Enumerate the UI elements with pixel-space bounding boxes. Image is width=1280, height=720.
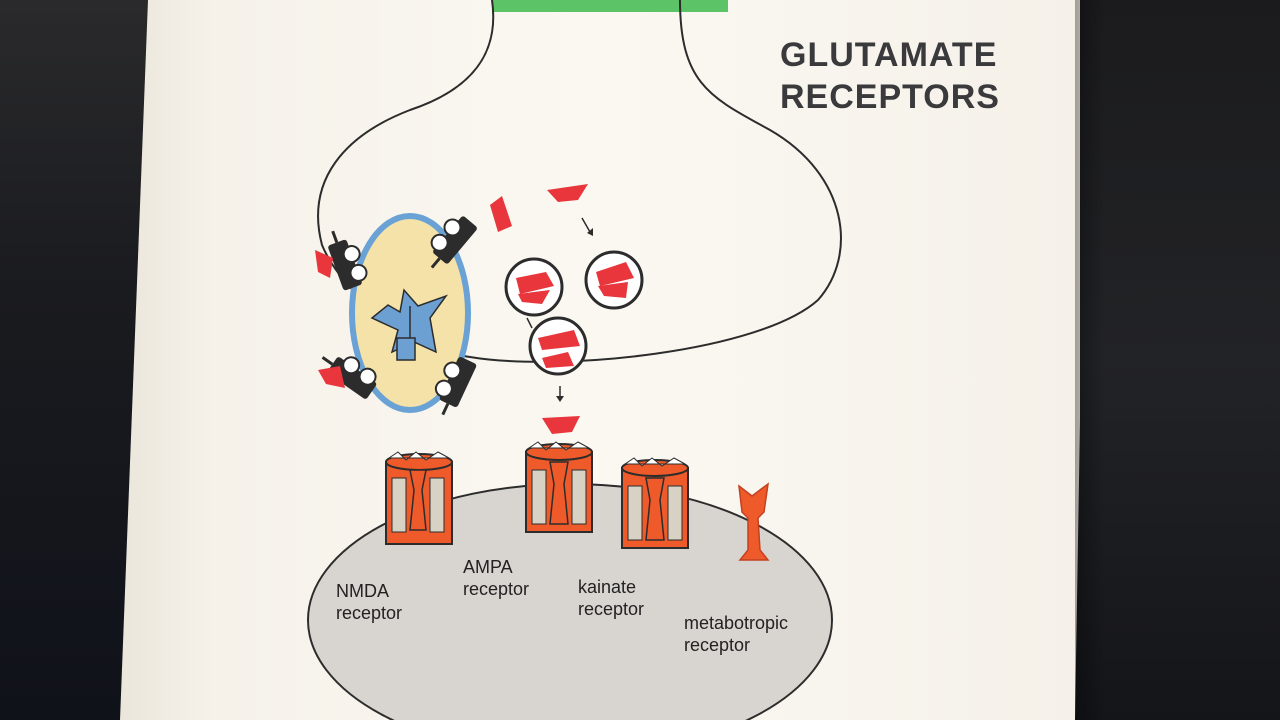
arrow <box>581 217 591 233</box>
glutamate-molecule <box>318 366 345 388</box>
slide-title-line-2: RECEPTORS <box>780 78 1000 116</box>
arrow <box>526 317 533 329</box>
presynaptic-terminal <box>317 0 842 363</box>
label-line: kainate <box>578 577 637 597</box>
label-line: AMPA <box>463 557 513 577</box>
slide-title-line-1: GLUTAMATE <box>780 36 998 74</box>
axon-green-bar <box>492 0 728 12</box>
label-line: receptor <box>578 599 645 619</box>
slide-edge-shadow <box>1075 0 1105 720</box>
label-line: receptor <box>684 635 751 655</box>
synaptic-vesicle <box>504 257 564 317</box>
arrow-head <box>556 396 564 402</box>
ampa-receptor-label: AMPA receptor <box>463 556 529 600</box>
kainate-receptor <box>621 457 689 549</box>
astrocyte <box>349 213 471 413</box>
synaptic-vesicle <box>528 316 588 376</box>
kainate-receptor-label: kainate receptor <box>578 576 644 620</box>
label-line: receptor <box>336 603 403 623</box>
ampa-receptor <box>525 441 593 533</box>
glutamate-transporter <box>434 357 477 416</box>
synaptic-vesicle <box>584 250 644 310</box>
arrow-head <box>587 228 593 236</box>
astrocyte-nucleus <box>370 288 449 354</box>
nmda-receptor <box>385 451 453 545</box>
glutamate-transporter <box>430 216 477 269</box>
glutamate-molecule <box>490 196 512 232</box>
metabotropic-receptor-label: metabotropic receptor <box>684 612 788 656</box>
label-line: receptor <box>463 579 530 599</box>
background-right <box>1075 0 1280 720</box>
glutamate-transporter <box>328 230 368 291</box>
glutamate-molecule <box>315 250 333 278</box>
metabotropic-receptor <box>738 482 770 561</box>
label-line: metabotropic <box>684 613 789 633</box>
glutamate-molecule <box>547 184 588 202</box>
glutamate-molecule <box>542 416 580 434</box>
nmda-receptor-label: NMDA receptor <box>336 580 402 624</box>
label-line: NMDA <box>336 581 389 601</box>
